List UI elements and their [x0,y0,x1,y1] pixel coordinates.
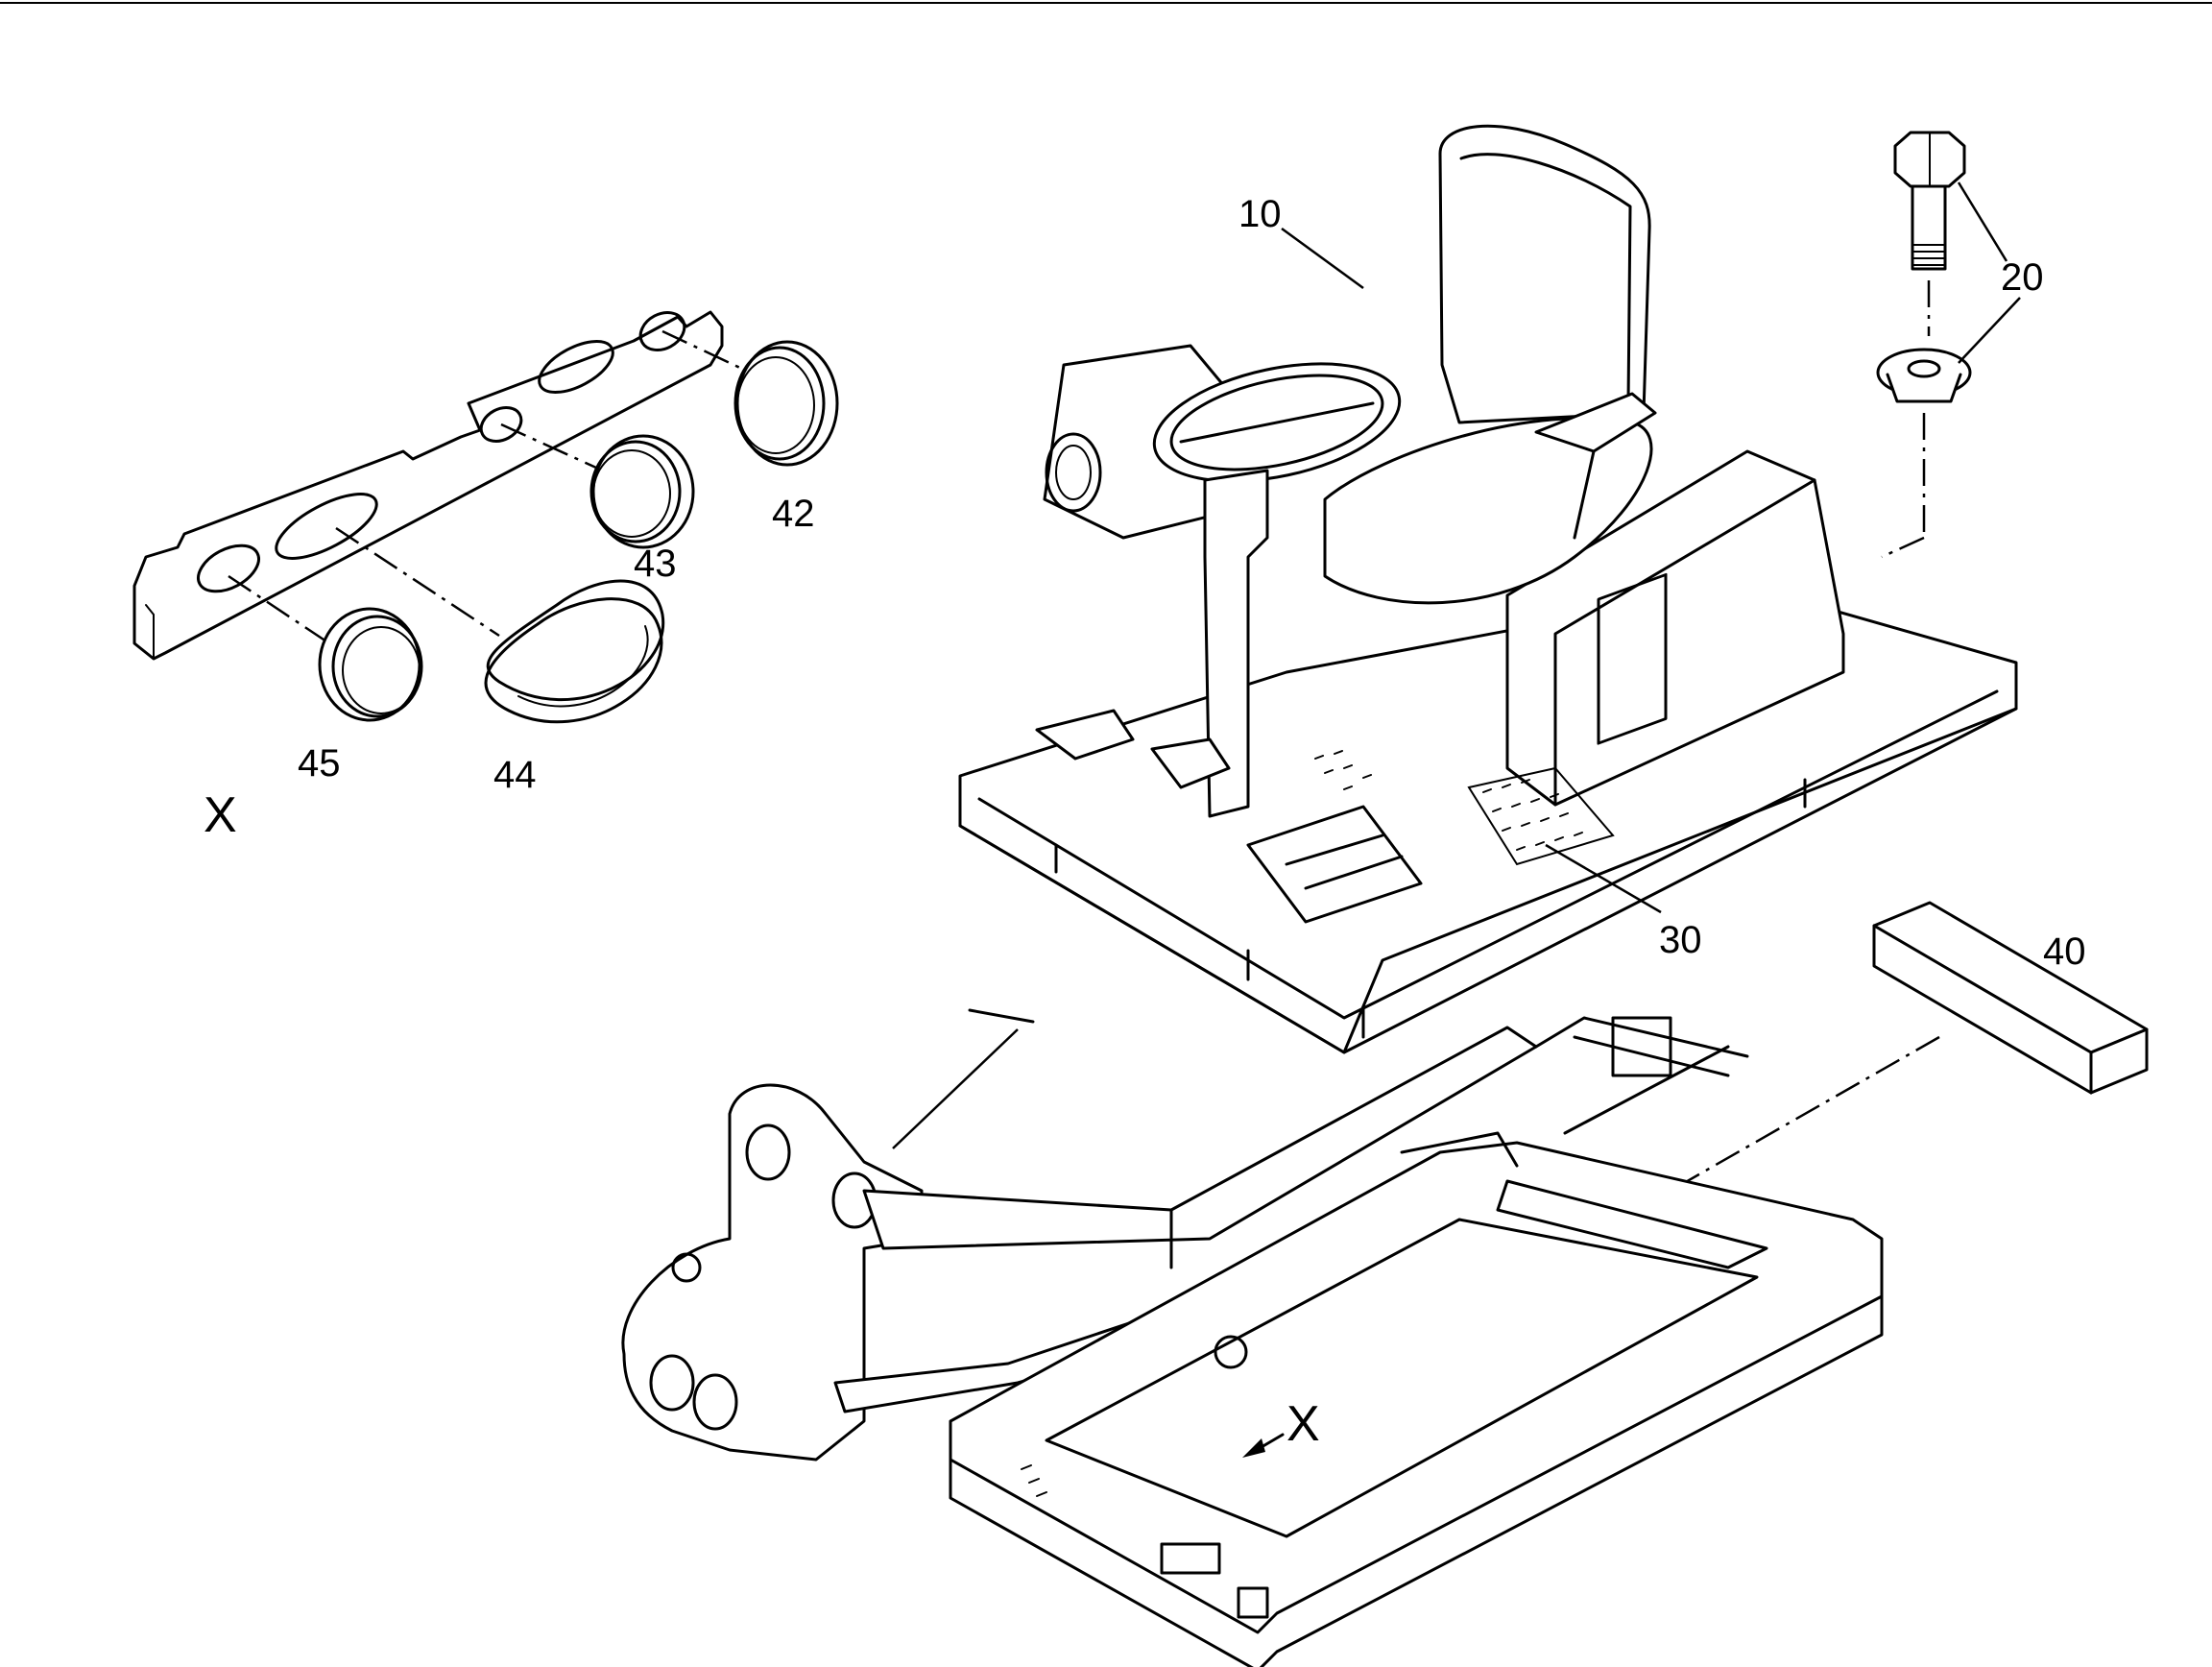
console-panel [1597,572,1668,745]
pad-end [2089,1027,2149,1095]
callout-44: 44 [493,754,537,796]
floor-mat [1314,750,1615,866]
steering-wheel-inner [1169,374,1384,471]
pedal-right [1150,737,1231,789]
leader-30 [1545,843,1662,914]
tray-slot-2 [1237,1586,1269,1619]
align-line-42 [661,329,759,378]
steering-column [1203,469,1269,818]
view-arrow-label: X [1286,1396,1320,1452]
washer-side [1886,373,1962,403]
frame-rail-stub [968,1008,1035,1024]
bracket-hole-1 [745,1123,791,1181]
housing-vent-inner [1055,445,1092,500]
frame-rails [1169,1016,1749,1269]
plate-hole-44 [275,493,378,560]
bolt-thread [1911,244,1946,266]
bracket-hole-3 [649,1354,695,1412]
leader-10 [1281,227,1364,290]
panel-buttons [1285,834,1404,890]
callout-40: 40 [2043,930,2086,973]
bolt-shank [1911,184,1947,271]
align-line-45 [228,574,327,643]
pad-group: 40 [1670,901,2149,1193]
right-console [1505,449,1845,807]
pad-align-line [1670,1035,1940,1193]
bolt-assembly: 20 [1876,131,2044,559]
detail-view-label: X [204,787,237,843]
frame-post [1611,1016,1672,1077]
plate-hole-45 [197,544,260,593]
callout-42: 42 [772,493,815,535]
tray-frame-side [949,1294,1884,1667]
main-frame-group: X [621,1008,1884,1667]
leader-20-bolt [1957,181,2008,262]
cover-plate [132,310,724,661]
callout-30: 30 [1659,919,1702,961]
washer-hole [1907,359,1941,378]
plate-hole-small [538,340,614,394]
view-arrow-head [1242,1438,1265,1458]
tray-frame-inner [1045,1218,1759,1538]
leader-20-washer [1958,297,2021,364]
callout-20: 20 [2001,256,2044,299]
arrow-leader-frame [892,1028,1019,1149]
seat-cushion [1323,416,1653,605]
detail-x-group: 42 43 44 45 X [132,310,839,843]
plate-hole-42 [638,311,686,351]
align-line-44 [335,526,500,638]
platform-inner-edge [977,689,1999,1020]
callout-43: 43 [634,543,677,585]
plug-45 [318,607,423,722]
bracket-pin [671,1252,702,1283]
plug-43 [589,434,695,549]
tray-crossbar [1496,1179,1768,1269]
armrest [1534,392,1657,453]
right-console-edge [1553,478,1816,807]
tray-vent [1021,1464,1047,1497]
tray-fastener [1214,1335,1248,1369]
align-line-43 [500,423,608,474]
plug-44 [484,579,665,724]
washer-align-line-2 [1881,536,1925,559]
armrest-support [1573,449,1596,540]
pedal-left [1035,709,1135,761]
plug-42 [733,340,839,467]
housing-vent [1045,432,1102,513]
operator-station-group: 10 30 [958,124,2018,1054]
callout-45: 45 [298,742,341,785]
seat-back-edge [1459,153,1632,405]
tray-bracket [1400,1131,1519,1168]
tray-slot-1 [1160,1542,1221,1575]
wheel-spoke [1179,401,1375,444]
plate-edge [145,604,155,660]
seat-back [1438,124,1651,424]
bracket-hole-4 [692,1373,738,1431]
front-mount-bracket [621,1083,924,1462]
platform-lower-edge [958,707,2018,1054]
plate-hole-43 [479,405,523,444]
callout-10: 10 [1238,193,1282,235]
